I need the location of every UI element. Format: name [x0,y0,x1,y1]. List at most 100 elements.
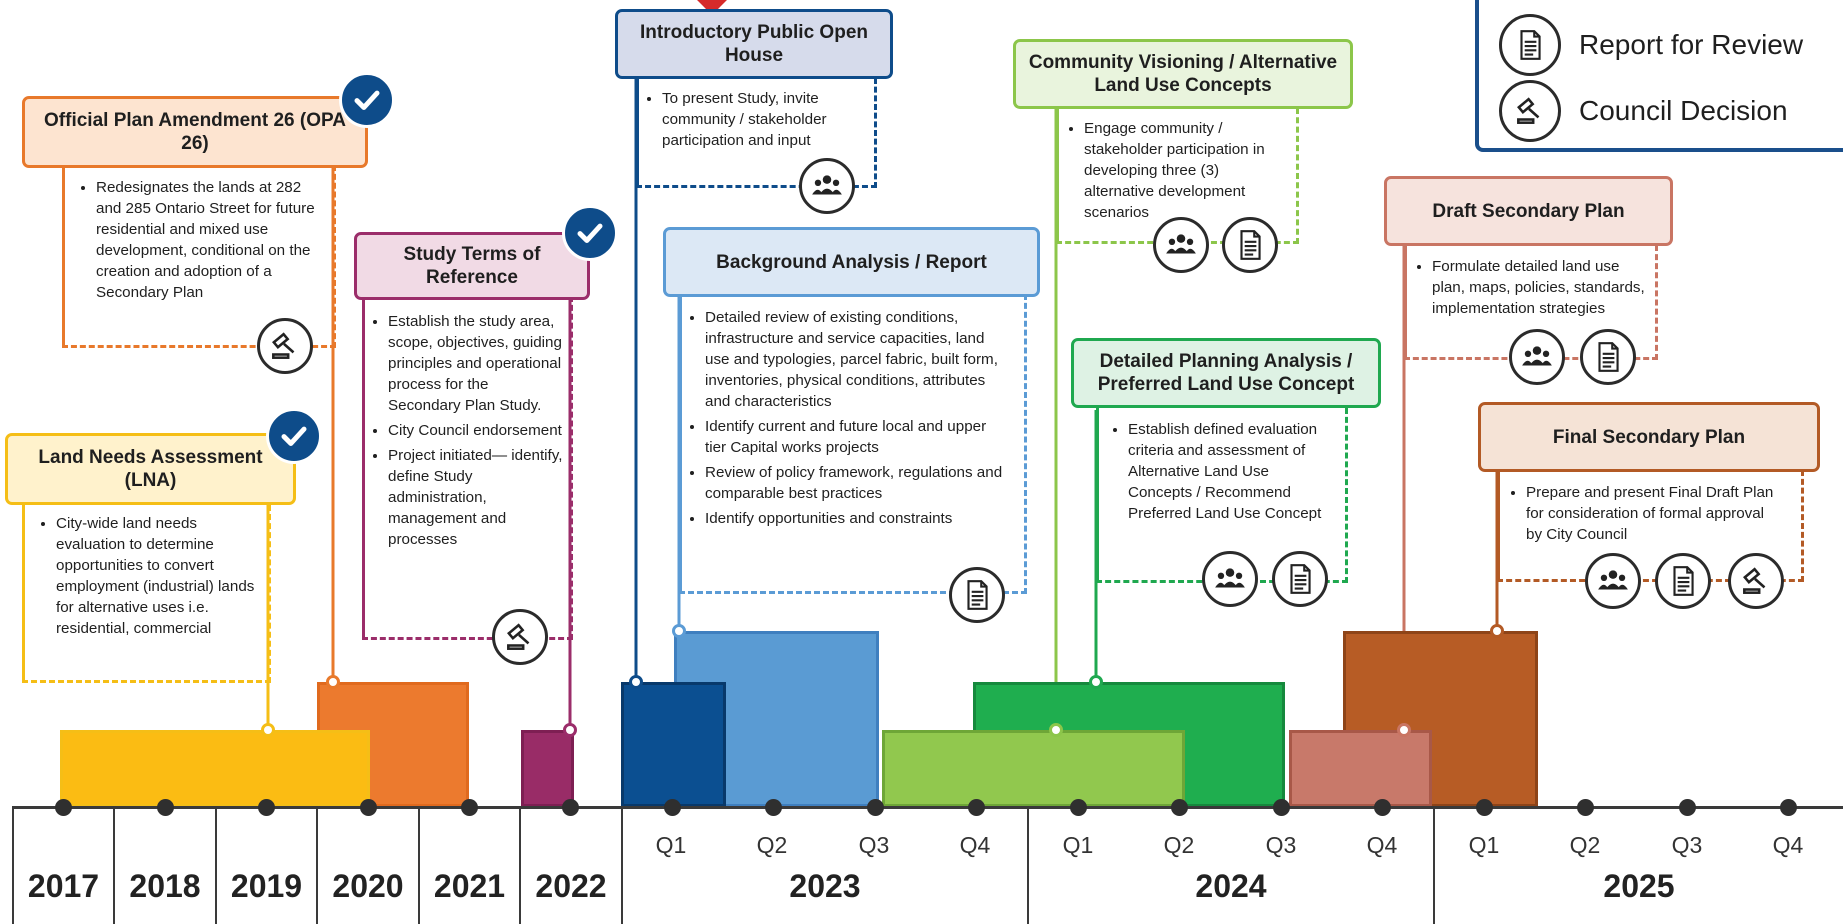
community-icon [799,158,855,214]
quarter-label: Q3 [858,832,890,858]
connector-dot [1397,723,1411,737]
axis-dot [360,799,377,816]
gavel-icon [1728,553,1784,609]
axis-dot [1476,799,1493,816]
legend-item-council: Council Decision [1499,80,1788,142]
axis-dot [1374,799,1391,816]
connector-dot [261,723,275,737]
community-icon [1202,551,1258,607]
connector-dot [1049,723,1063,737]
report-icon [1655,553,1711,609]
draft-title: Draft Secondary Plan [1384,176,1673,246]
axis-dot [55,799,72,816]
checkmark-icon [266,408,322,464]
timeline-axis [12,806,1843,809]
legend: Report for Review Council Decision [1475,0,1843,152]
visioning-bullets: Engage community / stakeholder participa… [1070,118,1270,227]
year-label: 2019 [230,868,303,904]
axis-dot [1679,799,1696,816]
connector-dot [1089,675,1103,689]
bar-visioning [882,730,1185,807]
quarter-label: Q4 [1366,832,1398,858]
gavel-icon [1499,80,1561,142]
axis-dot [562,799,579,816]
final-title: Final Secondary Plan [1478,402,1820,472]
axis-dot [1070,799,1087,816]
axis-tick [621,806,623,924]
axis-tick [316,806,318,924]
quarter-label: Q4 [1772,832,1804,858]
bullet-item: Review of policy framework, regulations … [705,462,1011,504]
report-icon [1499,14,1561,76]
bullet-item: Prepare and present Final Draft Plan for… [1526,482,1782,545]
axis-tick [215,806,217,924]
axis-tick [12,806,14,924]
bullet-item: Establish defined evaluation criteria an… [1128,419,1334,524]
axis-dot [867,799,884,816]
connector-dot [563,723,577,737]
bullet-item: Formulate detailed land use plan, maps, … [1432,256,1648,319]
quarter-label: Q4 [959,832,991,858]
tor-panel [362,296,573,640]
year-label: 2020 [332,868,404,904]
draft-bullets: Formulate detailed land use plan, maps, … [1418,256,1648,323]
bullet-item: Identify current and future local and up… [705,416,1011,458]
axis-tick [1433,806,1435,924]
bullet-item: City Council endorsement [388,420,564,441]
lna-panel [22,505,271,683]
gavel-icon [257,318,313,374]
bullet-item: Identify opportunities and constraints [705,508,1011,529]
quarter-label: Q1 [1468,832,1500,858]
year-label: 2023 [789,868,861,904]
bar-draft [1289,730,1432,807]
open-house-title: Introductory Public Open House [615,9,893,79]
quarter-label: Q3 [1671,832,1703,858]
community-icon [1153,217,1209,273]
quarter-label: Q3 [1265,832,1297,858]
bullet-item: Detailed review of existing conditions, … [705,307,1011,412]
visioning-title: Community Visioning / Alternative Land U… [1013,39,1353,109]
report-icon [1222,217,1278,273]
background-panel [679,294,1027,594]
quarter-label: Q1 [655,832,687,858]
lna-bullets: City-wide land needs evaluation to deter… [42,513,264,643]
axis-dot [157,799,174,816]
bullet-item: Engage community / stakeholder participa… [1084,118,1270,223]
checkmark-icon [339,72,395,128]
report-icon [1580,329,1636,385]
quarter-label: Q2 [1569,832,1601,858]
bullet-item: City-wide land needs evaluation to deter… [56,513,264,639]
year-label: 2025 [1603,868,1675,904]
opa-panel [62,165,336,348]
final-bullets: Prepare and present Final Draft Plan for… [1512,482,1782,549]
bullet-item: Redesignates the lands at 282 and 285 On… [96,177,322,303]
axis-tick [418,806,420,924]
bullet-item: To present Study, invite community / sta… [662,88,870,151]
axis-dot [664,799,681,816]
year-label: 2022 [535,868,607,904]
lna-title: Land Needs Assessment (LNA) [5,433,296,505]
checkmark-icon [562,205,618,261]
connector-dot [629,675,643,689]
axis-dot [765,799,782,816]
axis-dot [1577,799,1594,816]
quarter-label: Q2 [756,832,788,858]
open-house-bullets: To present Study, invite community / sta… [648,88,870,155]
bar-open-house [621,682,726,807]
axis-dot [1273,799,1290,816]
background-title: Background Analysis / Report [663,227,1040,297]
year-label: 2024 [1195,868,1267,904]
background-bullets: Detailed review of existing conditions, … [691,307,1011,533]
axis-dot [1780,799,1797,816]
axis-dot [968,799,985,816]
axis-dot [258,799,275,816]
connector-dot [1490,624,1504,638]
community-icon [1509,329,1565,385]
open-house-panel [636,78,877,188]
bar-lna [60,730,370,807]
axis-dot [461,799,478,816]
gavel-icon [492,609,548,665]
axis-tick [1027,806,1029,924]
quarter-label: Q1 [1062,832,1094,858]
